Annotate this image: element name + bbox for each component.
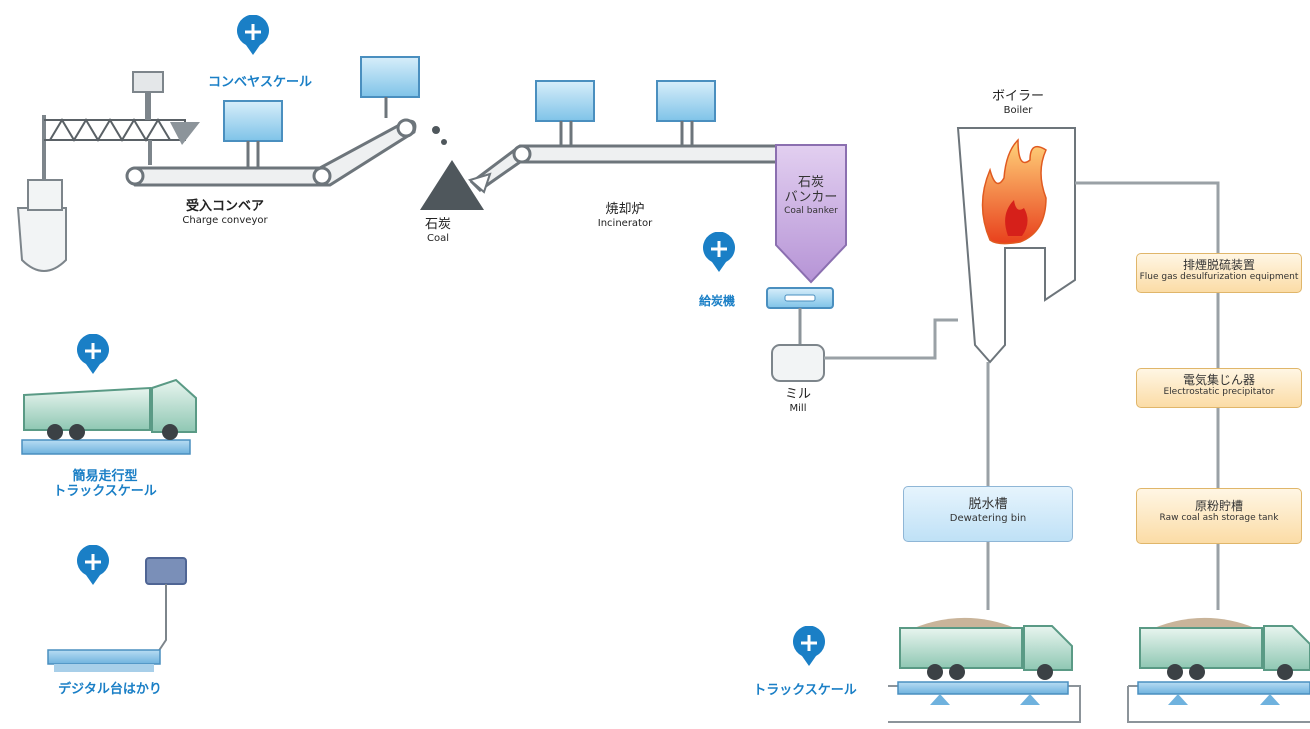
digital-scale-plus-icon[interactable] — [76, 545, 110, 587]
boiler — [956, 127, 1076, 364]
charge-conveyor-belt — [125, 118, 417, 187]
coal-label: 石炭 Coal — [418, 217, 458, 244]
mill-label: ミル Mill — [768, 387, 828, 414]
coal-bunker-jp1: 石炭 — [797, 175, 824, 190]
flue-gas-jp: 排煙脱硫装置 — [1182, 258, 1255, 272]
coal-bunker — [775, 144, 847, 284]
incinerator-monitor-1 — [535, 80, 595, 146]
coal-bunker-en: Coal banker — [784, 205, 838, 216]
electrostatic-jp: 電気集じん器 — [1182, 373, 1255, 387]
ash-storage-tank-box: 原粉貯槽 Raw coal ash storage tank — [1136, 488, 1302, 544]
boiler-en: Boiler — [1003, 104, 1033, 116]
boiler-jp: ボイラー — [991, 89, 1044, 104]
coal-feeder — [766, 287, 834, 345]
mill-jp: ミル — [784, 387, 811, 402]
coal-pile-icon — [420, 126, 492, 210]
conveyor-scale-plus-icon[interactable] — [236, 15, 270, 57]
flow-lines — [824, 181, 1220, 610]
ship-icon — [16, 115, 67, 272]
dewatering-bin-jp: 脱水槽 — [968, 497, 1008, 512]
conveyor-monitor-2 — [360, 56, 420, 118]
charge-conveyor-en: Charge conveyor — [182, 214, 268, 226]
incinerator-jp: 焼却炉 — [605, 202, 645, 217]
simple-truck-scale-icon — [21, 378, 197, 455]
conveyor-scale-link[interactable]: コンベヤスケール — [207, 75, 312, 90]
simple-truck-scale-line1: 簡易走行型 — [72, 469, 138, 484]
mill-en: Mill — [789, 402, 807, 414]
boiler-label: ボイラー Boiler — [978, 89, 1058, 116]
truck-scale-2-icon — [1127, 617, 1310, 723]
dewatering-bin-box: 脱水槽 Dewatering bin — [903, 486, 1073, 542]
ash-tank-en: Raw coal ash storage tank — [1159, 513, 1279, 524]
coal-bunker-jp2: バンカー — [784, 189, 838, 205]
feeder-link[interactable]: 給炭機 — [698, 294, 735, 308]
truck-scale-1-icon — [888, 617, 1081, 723]
truck-scale-plus-icon[interactable] — [792, 626, 826, 668]
dewatering-bin-en: Dewatering bin — [949, 512, 1027, 524]
digital-scale-link[interactable]: デジタル台はかり — [58, 682, 162, 697]
charge-conveyor-jp: 受入コンベア — [185, 199, 264, 214]
conveyor-scale-monitor — [223, 100, 283, 168]
incinerator-en: Incinerator — [597, 217, 653, 229]
mill — [771, 344, 825, 382]
electrostatic-en: Electrostatic precipitator — [1163, 387, 1275, 398]
digital-platform-scale-icon — [47, 557, 187, 672]
truck-scale-link[interactable]: トラックスケール — [753, 683, 857, 698]
flue-gas-desulfurization-box: 排煙脱硫装置 Flue gas desulfurization equipmen… — [1136, 253, 1302, 293]
incinerator-conveyor-belt — [469, 144, 782, 192]
incinerator-monitor-2 — [656, 80, 716, 146]
flue-gas-en: Flue gas desulfurization equipment — [1139, 272, 1299, 283]
incinerator-label: 焼却炉 Incinerator — [585, 202, 665, 229]
ash-tank-jp: 原粉貯槽 — [1194, 499, 1243, 513]
unloader-crane-icon — [44, 71, 200, 165]
coal-jp: 石炭 — [424, 217, 451, 232]
electrostatic-precipitator-box: 電気集じん器 Electrostatic precipitator — [1136, 368, 1302, 408]
coal-en: Coal — [426, 232, 449, 244]
coal-bunker-label: 石炭 バンカー Coal banker — [776, 175, 846, 216]
simple-truck-scale-plus-icon[interactable] — [76, 334, 110, 376]
feeder-plus-icon[interactable] — [702, 232, 736, 274]
simple-truck-scale-line2: トラックスケール — [53, 483, 157, 499]
charge-conveyor-label: 受入コンベア Charge conveyor — [160, 199, 290, 226]
simple-truck-scale-link[interactable]: 簡易走行型 トラックスケール — [30, 469, 180, 500]
